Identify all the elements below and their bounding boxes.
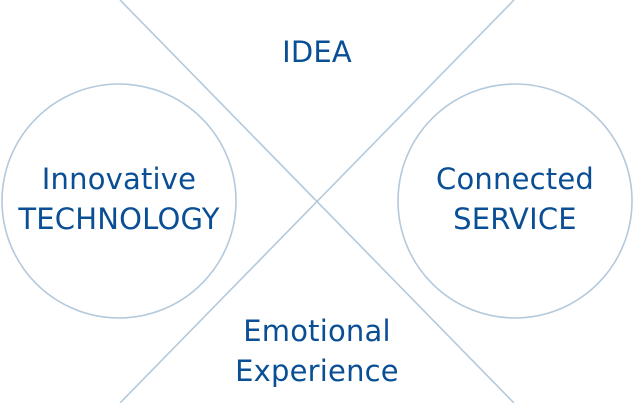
- label-emotional-experience: Emotional Experience: [167, 311, 467, 391]
- label-connected-service: Connected SERVICE: [396, 159, 634, 239]
- label-service-line2: SERVICE: [453, 202, 577, 236]
- circle-left: [1, 83, 237, 319]
- label-tech-line1: Innovative: [41, 162, 197, 196]
- diagonal-line-right-to-left: [119, 0, 515, 403]
- label-innovative-technology: Innovative TECHNOLOGY: [0, 159, 238, 239]
- circle-right: [397, 83, 633, 319]
- label-idea: IDEA: [217, 32, 417, 72]
- label-tech-line2: TECHNOLOGY: [18, 202, 220, 236]
- label-idea-text: IDEA: [282, 35, 352, 69]
- label-emotional-line2: Experience: [235, 354, 399, 388]
- label-emotional-line1: Emotional: [243, 314, 391, 348]
- label-service-line1: Connected: [436, 162, 594, 196]
